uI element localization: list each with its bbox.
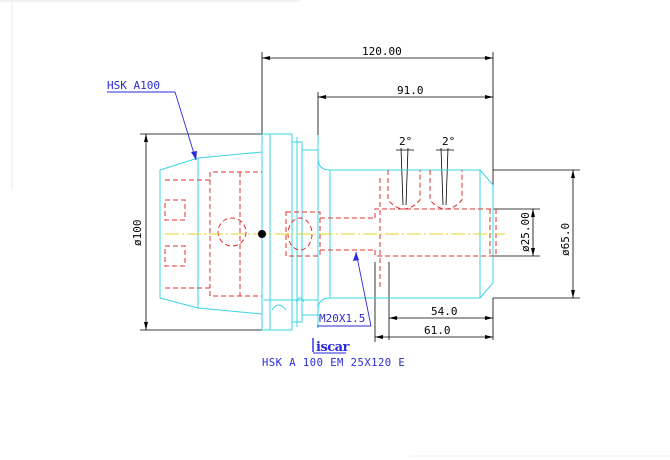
dim-overall-length: 120.00 — [362, 45, 402, 58]
dim-angle-1: 2° — [399, 135, 412, 148]
center-mark — [258, 230, 266, 238]
brand-logo: iscar — [312, 338, 350, 355]
dim-body-diameter: ø65.0 — [559, 223, 572, 256]
drawing-caption: HSK A 100 EM 25X120 E — [262, 357, 405, 369]
thread-label: M20X1.5 — [319, 312, 365, 325]
dim-flange-diameter: ø100 — [131, 220, 144, 247]
dimension-lines — [140, 52, 580, 342]
dim-body-length: 91.0 — [397, 84, 424, 97]
leader-lines — [107, 91, 372, 327]
dim-clamp-length: 61.0 — [424, 324, 451, 337]
dim-bore-depth: 54.0 — [431, 305, 458, 318]
brand-mark: iscar — [316, 340, 350, 355]
dim-angle-2: 2° — [442, 135, 455, 148]
dim-bore-diameter: ø25.00 — [519, 212, 532, 252]
part-label: HSK A100 — [107, 79, 160, 92]
